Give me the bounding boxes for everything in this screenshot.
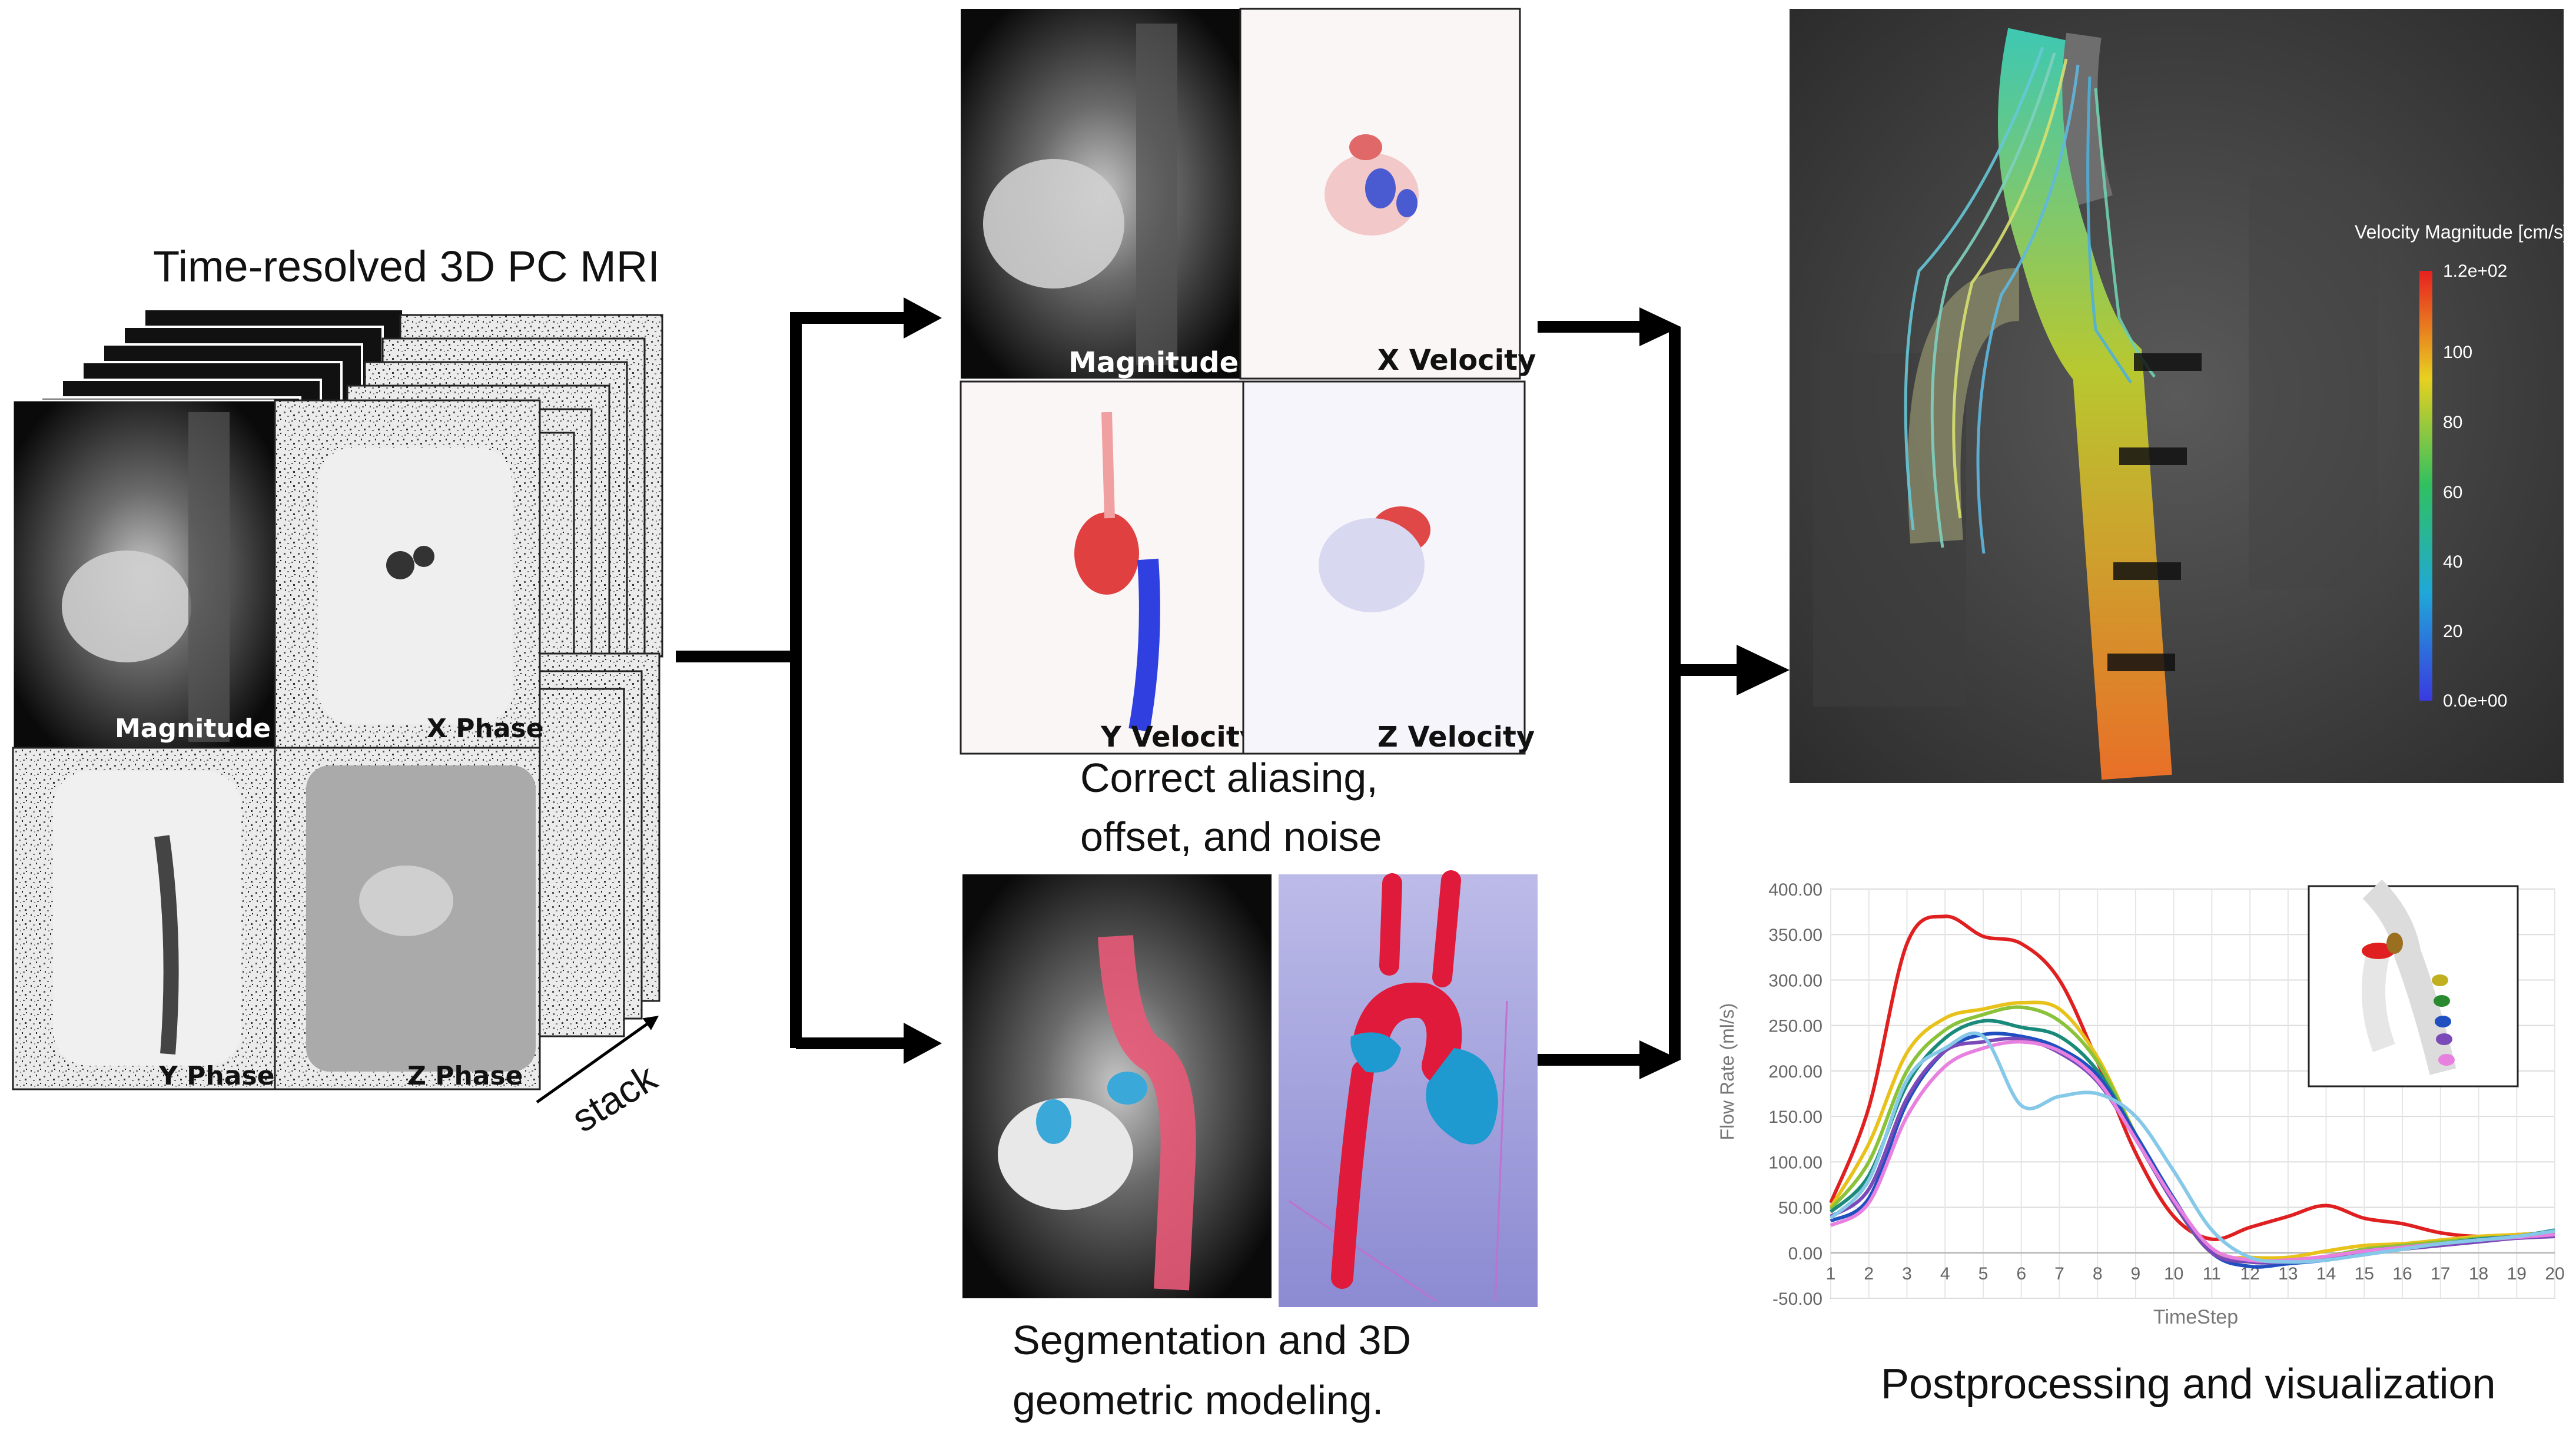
chart-series — [1829, 914, 2555, 1269]
x-tick-label: 19 — [2507, 1264, 2527, 1284]
y-tick-label: 250.00 — [1768, 1017, 1823, 1036]
input-yphase-label: Y Phase — [158, 1061, 274, 1091]
x-tick-label: 5 — [1979, 1264, 1989, 1284]
velocity-colorbar — [2419, 271, 2432, 701]
colorbar-tick: 60 — [2443, 483, 2462, 502]
arrowhead-merge-top — [1639, 307, 1681, 346]
x-tick-label: 10 — [2164, 1264, 2183, 1284]
pre-zvelocity-label: Z Velocity — [1377, 721, 1535, 754]
series-line-1 — [1829, 914, 2555, 1241]
merge-arrows — [1538, 321, 1742, 1066]
x-tick-label: 16 — [2392, 1264, 2412, 1284]
flow-rate-chart: 400.00350.00300.00250.00200.00150.00100.… — [1717, 879, 2565, 1328]
colorbar-tick: 1.2e+02 — [2443, 261, 2507, 281]
chart-x-label: TimeStep — [2153, 1306, 2238, 1328]
pre-yvelocity-label: Y Velocity — [1100, 721, 1258, 754]
x-tick-label: 8 — [2093, 1264, 2103, 1284]
arrowhead-to-segmentation — [904, 1023, 942, 1064]
preprocess-caption-line2: offset, and noise — [1080, 814, 1382, 860]
y-tick-label: 0.00 — [1788, 1244, 1823, 1264]
colorbar-tick: 20 — [2443, 622, 2462, 641]
preprocess-caption-line1: Correct aliasing, — [1080, 755, 1378, 801]
arrowhead-merge-bottom — [1639, 1040, 1681, 1079]
visualization-caption: Postprocessing and visualization — [1881, 1361, 2496, 1408]
input-title: Time-resolved 3D PC MRI — [153, 242, 660, 291]
input-magnitude-panel: Magnitude — [12, 399, 276, 749]
chart-y-label: Flow Rate (ml/s) — [1717, 1003, 1738, 1140]
pre-xvelocity-panel: X Velocity — [1239, 8, 1536, 380]
colorbar-tick: 100 — [2443, 343, 2472, 362]
colorbar-tick: 40 — [2443, 552, 2462, 572]
x-tick-label: 11 — [2203, 1264, 2221, 1284]
branch-arrows-left — [676, 312, 907, 1049]
x-tick-label: 4 — [1940, 1264, 1950, 1284]
x-tick-label: 1 — [1826, 1264, 1836, 1284]
y-tick-label: 150.00 — [1768, 1108, 1823, 1127]
y-tick-label: 300.00 — [1768, 971, 1823, 990]
y-tick-label: 50.00 — [1778, 1199, 1823, 1218]
x-tick-label: 15 — [2355, 1264, 2374, 1284]
y-tick-label: 350.00 — [1768, 926, 1823, 945]
input-magnitude-label: Magnitude — [115, 714, 271, 744]
pre-yvelocity-panel: Y Velocity — [960, 380, 1258, 755]
pre-xvelocity-label: X Velocity — [1377, 344, 1536, 377]
y-tick-label: 100.00 — [1768, 1153, 1823, 1172]
input-xphase-label: X Phase — [427, 714, 544, 744]
x-tick-label: 3 — [1902, 1264, 1912, 1284]
x-tick-label: 13 — [2278, 1264, 2298, 1284]
pre-zvelocity-panel: Z Velocity — [1242, 380, 1535, 755]
colorbar-ticks: 1.2e+02 100 80 60 40 20 0.0e+00 — [2443, 261, 2507, 711]
chart-inset-aorta — [2308, 879, 2519, 1087]
colorbar-tick: 0.0e+00 — [2443, 691, 2507, 711]
stack-label: stack — [564, 1055, 665, 1140]
segmentation-mri-panel — [962, 874, 1272, 1298]
colorbar-tick: 80 — [2443, 413, 2462, 432]
x-tick-label: 17 — [2431, 1264, 2450, 1284]
input-xphase-panel: X Phase — [274, 399, 544, 749]
x-tick-label: 14 — [2316, 1264, 2336, 1284]
x-tick-label: 20 — [2545, 1264, 2564, 1284]
series-line-8 — [1829, 1031, 2555, 1264]
x-tick-label: 7 — [2054, 1264, 2064, 1284]
arrowhead-to-visualization — [1737, 645, 1790, 695]
colorbar-title: Velocity Magnitude [cm/s] — [2355, 221, 2568, 243]
input-zphase-panel: Z Phase — [274, 747, 541, 1091]
x-tick-label: 6 — [2016, 1264, 2026, 1284]
x-tick-label: 2 — [1864, 1264, 1874, 1284]
chart-y-ticks: 400.00 350.00 300.00 250.00 200.00 150.00 100.… — [1768, 880, 1823, 1309]
pre-magnitude-panel: Magnitude — [961, 9, 1240, 379]
segmentation-3d-model — [1279, 870, 1538, 1307]
y-tick-label: -50.00 — [1772, 1289, 1823, 1309]
y-tick-label: 200.00 — [1768, 1062, 1823, 1082]
segmentation-caption-line1: Segmentation and 3D — [1013, 1317, 1411, 1363]
input-yphase-panel: Y Phase — [12, 747, 276, 1091]
input-zphase-label: Z Phase — [407, 1061, 523, 1091]
pre-magnitude-label: Magnitude — [1068, 346, 1239, 379]
stack-arrow — [536, 1016, 659, 1104]
x-tick-label: 9 — [2131, 1264, 2141, 1284]
segmentation-caption-line2: geometric modeling. — [1013, 1377, 1383, 1423]
y-tick-label: 400.00 — [1768, 880, 1823, 900]
flow-visualization-panel: Velocity Magnitude [cm/s] 1.2e+02 100 80… — [1790, 9, 2568, 783]
arrowhead-to-preprocess — [904, 297, 942, 339]
x-tick-label: 18 — [2469, 1264, 2488, 1284]
